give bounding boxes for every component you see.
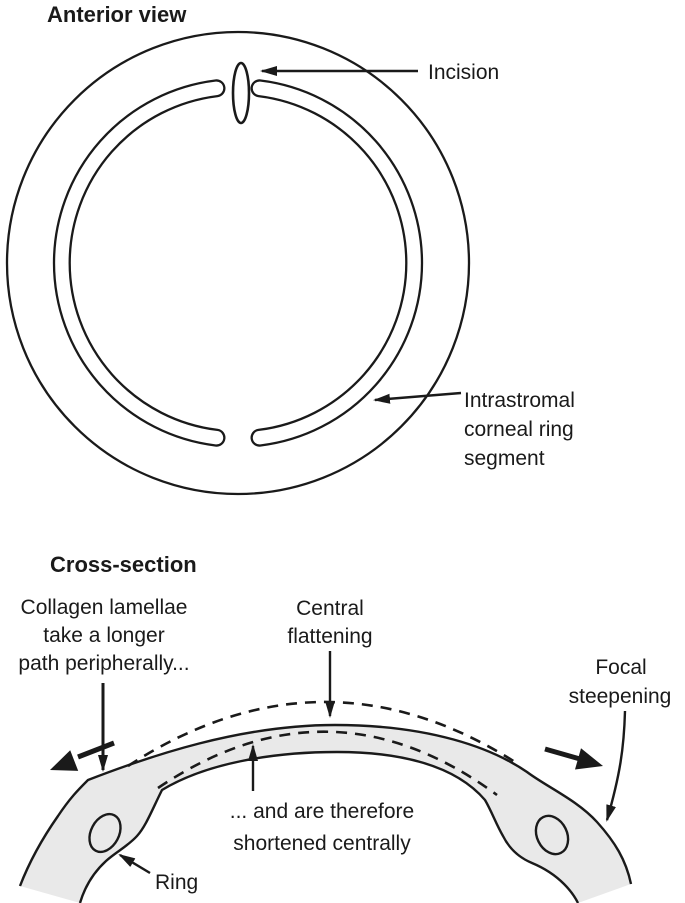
anterior-view-panel: Anterior view Incision Intrastromal corn… bbox=[5, 2, 575, 496]
svg-text:shortened centrally: shortened centrally bbox=[233, 832, 411, 855]
original-corneal-curvature-dashed bbox=[127, 700, 516, 768]
ring-segment-left-outline bbox=[52, 79, 226, 447]
ring-segment-label: Intrastromal corneal ring segment bbox=[464, 389, 575, 470]
cross-section-title: Cross-section bbox=[50, 552, 197, 577]
cornea-outline-circle bbox=[5, 30, 471, 496]
svg-text:Focal: Focal bbox=[595, 656, 646, 679]
collagen-lamellae-label: Collagen lamellae take a longer path per… bbox=[18, 596, 189, 675]
svg-text:flattening: flattening bbox=[287, 625, 372, 648]
ring-label: Ring bbox=[155, 871, 198, 894]
svg-text:Central: Central bbox=[296, 597, 364, 620]
focal-steepening-arrow bbox=[605, 710, 627, 822]
svg-text:path peripherally...: path peripherally... bbox=[18, 652, 189, 675]
svg-text:Intrastromal: Intrastromal bbox=[464, 389, 575, 412]
ring-segment-right-outline bbox=[250, 79, 424, 447]
svg-text:Collagen lamellae: Collagen lamellae bbox=[21, 596, 188, 619]
incision-label: Incision bbox=[428, 61, 499, 84]
cross-section-panel: Cross-section Collagen lamellae take a l… bbox=[18, 552, 671, 903]
ring-cross-section-left bbox=[88, 812, 122, 854]
cornea-inner-surface bbox=[78, 750, 580, 903]
cornea-outer-surface bbox=[18, 723, 633, 887]
shortened-lamellae-dashed bbox=[157, 730, 498, 797]
ring-pointer-arrow bbox=[118, 853, 151, 875]
central-flattening-label: Central flattening bbox=[287, 597, 372, 648]
ring-segment-left-body bbox=[55, 81, 224, 445]
cornea-cross-section-body bbox=[20, 725, 631, 903]
ring-cross-section-right bbox=[534, 814, 570, 856]
incision-ellipse bbox=[231, 61, 251, 125]
svg-text:segment: segment bbox=[464, 447, 545, 470]
svg-text:... and are therefore: ... and are therefore bbox=[230, 800, 414, 823]
peripheral-displacement-arrow-left bbox=[50, 740, 115, 771]
ring-segment-arrow bbox=[373, 391, 462, 404]
peripheral-displacement-arrow-right bbox=[544, 746, 603, 770]
svg-text:take a longer: take a longer bbox=[43, 624, 164, 647]
svg-text:steepening: steepening bbox=[569, 685, 672, 708]
ring-segment-right-body bbox=[252, 81, 421, 445]
corneal-ring-segments bbox=[52, 79, 424, 447]
anterior-view-title: Anterior view bbox=[47, 2, 187, 27]
svg-text:corneal ring: corneal ring bbox=[464, 418, 574, 441]
focal-steepening-label: Focal steepening bbox=[569, 656, 672, 708]
shortened-centrally-label: ... and are therefore shortened centrall… bbox=[230, 800, 414, 855]
